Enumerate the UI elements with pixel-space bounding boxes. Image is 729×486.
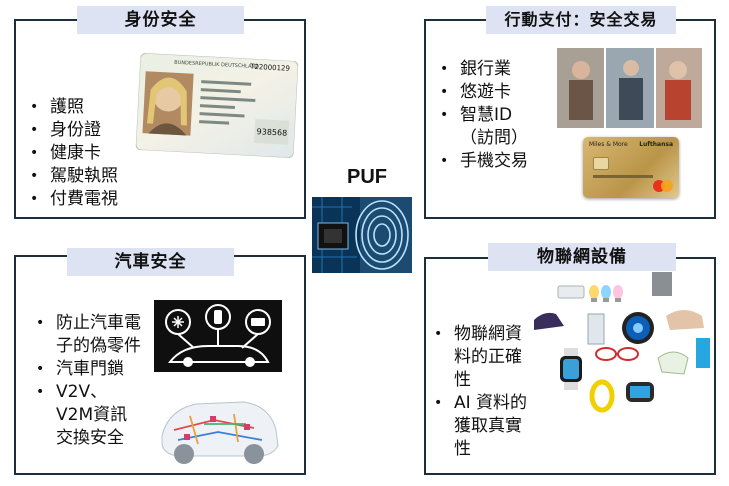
iot-panel-title: 物聯網設備 <box>488 243 676 271</box>
list-item-continuation: （訪問） <box>460 128 528 148</box>
list-item: 悠遊卡 <box>438 81 528 104</box>
id-card-code: 938568 <box>256 127 288 138</box>
puf-chip-fingerprint-image <box>312 197 412 273</box>
map-icon <box>657 351 689 375</box>
list-item: 護照 <box>28 96 118 119</box>
smart-glasses-icon <box>595 347 639 361</box>
hand-icon <box>666 310 704 330</box>
card-chip <box>593 157 609 170</box>
card-tag: Miles & More <box>589 141 628 148</box>
smartwatch-icon <box>560 348 582 390</box>
list-item: 汽車門鎖 <box>34 358 142 381</box>
list-item: 智慧ID <box>438 104 528 127</box>
list-item: 手機交易 <box>438 150 528 173</box>
connector-icon <box>696 338 710 368</box>
identity-panel-title: 身份安全 <box>77 6 244 34</box>
hub-label: PUF <box>347 166 387 188</box>
connected-car-image <box>154 300 282 372</box>
payment-list: 銀行業 悠遊卡 智慧ID （訪問） 手機交易 <box>438 58 528 173</box>
list-item: V2V、V2M資訊交換安全 <box>34 381 142 450</box>
mastercard-icon <box>653 180 673 192</box>
list-item: 駕駛執照 <box>28 165 118 188</box>
device-icon <box>652 272 672 296</box>
card-number-strip <box>593 175 653 178</box>
credit-card-image: Miles & More Lufthansa <box>583 137 679 198</box>
smart-fridge-icon <box>587 313 605 345</box>
shopping-photo <box>557 48 702 128</box>
car-wiring-image <box>154 380 282 468</box>
list-item: 付費電視 <box>28 188 118 211</box>
list-item: 身份證 <box>28 119 118 142</box>
air-conditioner-icon <box>557 285 585 299</box>
car-panel-title: 汽車安全 <box>67 248 234 276</box>
id-card-image: BUNDESREPUBLIK DEUTSCHLAND T22000129 938… <box>135 52 299 159</box>
card-brand: Lufthansa <box>639 141 673 148</box>
iot-list: 物聯網資料的正確性 AI 資料的獲取真實性 <box>432 323 536 461</box>
smart-bulb-icon <box>589 285 623 302</box>
car-list: 防止汽車電子的偽零件 汽車門鎖 V2V、V2M資訊交換安全 <box>34 312 142 450</box>
fitness-band-icon <box>589 379 654 413</box>
list-item: 銀行業 <box>438 58 528 81</box>
id-card-graphic <box>135 52 299 159</box>
list-item: AI 資料的獲取真實性 <box>432 392 536 461</box>
iot-devices-collage <box>534 270 714 424</box>
smart-shoe-icon <box>534 312 564 330</box>
list-item: 物聯網資料的正確性 <box>432 323 536 392</box>
identity-list: 護照 身份證 健康卡 駕駛執照 付費電視 <box>28 96 118 211</box>
thermostat-icon <box>622 312 654 344</box>
list-item: 健康卡 <box>28 142 118 165</box>
payment-panel-title: 行動支付：安全交易 <box>486 6 676 34</box>
list-item: 防止汽車電子的偽零件 <box>34 312 142 358</box>
